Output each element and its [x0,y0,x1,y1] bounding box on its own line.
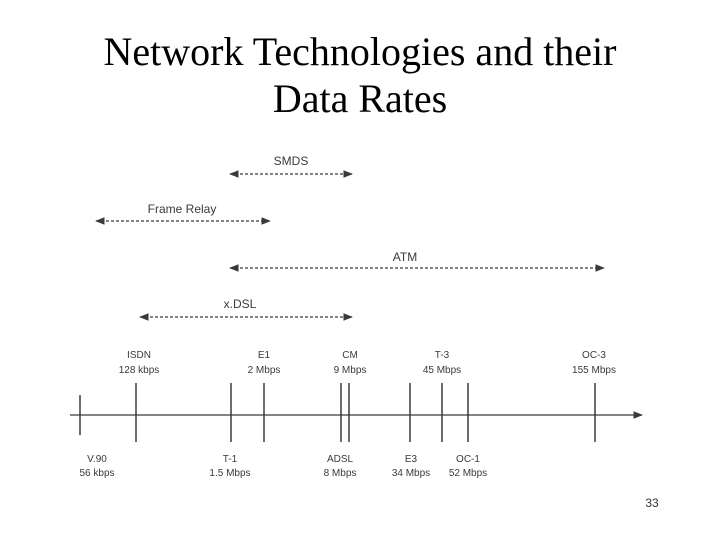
range-frame-relay: Frame Relay [95,202,271,225]
range-smds: SMDS [229,154,353,178]
range-atm-label: ATM [393,250,417,264]
top-tick-labels: ISDN 128 kbps E1 2 Mbps CM 9 Mbps T-3 45… [119,350,616,376]
tick-label-cm-rate: 9 Mbps [334,365,367,376]
tick-label-t1-name: T-1 [223,454,238,465]
slide-title: Network Technologies and their Data Rate… [0,28,720,122]
tick-label-v90-rate: 56 kbps [79,468,114,479]
tick-label-oc1-rate: 52 Mbps [449,468,487,479]
tick-label-adsl-name: ADSL [327,454,354,465]
tick-label-oc3-rate: 155 Mbps [572,365,616,376]
tick-label-t1-rate: 1.5 Mbps [209,468,250,479]
tick-label-e3-rate: 34 Mbps [392,468,430,479]
tick-label-oc3-name: OC-3 [582,350,606,361]
tick-label-e3-name: E3 [405,454,418,465]
tick-label-e1-name: E1 [258,350,271,361]
tick-label-oc1-name: OC-1 [456,454,480,465]
tick-label-t3-name: T-3 [435,350,450,361]
range-smds-label: SMDS [274,154,309,168]
tick-label-cm-name: CM [342,350,358,361]
page-number: 33 [645,496,659,510]
range-atm: ATM [229,250,605,272]
slide-title-line-2: Data Rates [272,76,448,121]
rate-axis [70,383,643,442]
tick-label-t3-rate: 45 Mbps [423,365,461,376]
tick-label-e1-rate: 2 Mbps [248,365,281,376]
range-xdsl: x.DSL [139,297,353,321]
tick-label-isdn-name: ISDN [127,350,151,361]
tick-label-v90-name: V.90 [87,454,107,465]
range-frame-relay-label: Frame Relay [148,202,217,216]
tick-label-adsl-rate: 8 Mbps [324,468,357,479]
tick-label-isdn-rate: 128 kbps [119,365,160,376]
range-xdsl-label: x.DSL [224,297,257,311]
slide-title-line-1: Network Technologies and their [103,29,617,74]
bottom-tick-labels: V.90 56 kbps T-1 1.5 Mbps ADSL 8 Mbps E3… [79,454,487,479]
